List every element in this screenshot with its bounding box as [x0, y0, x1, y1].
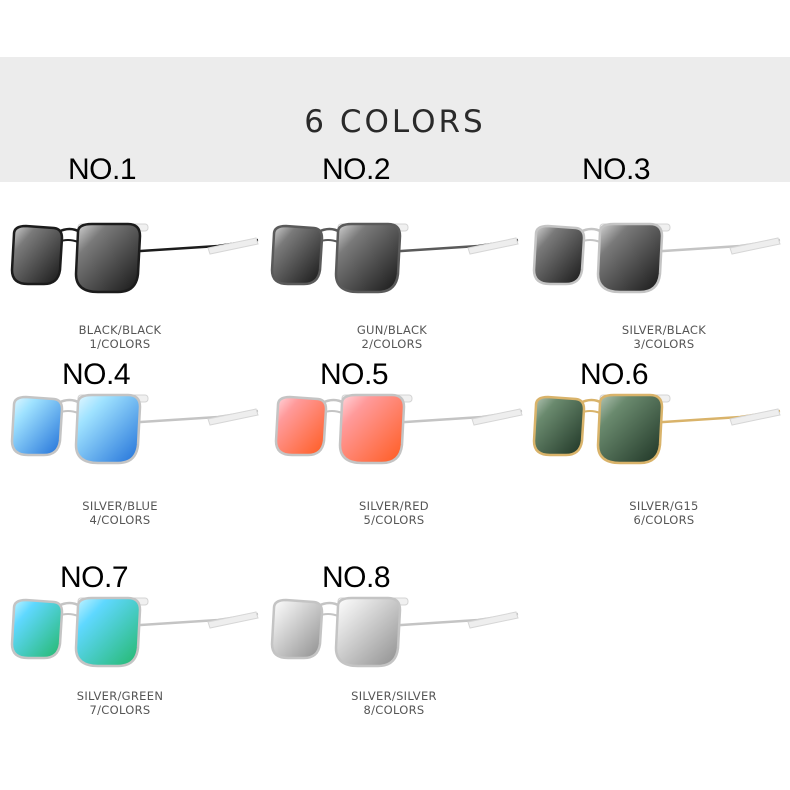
- frame-lens-label: SILVER/SILVER: [351, 689, 437, 703]
- sunglasses-photo: [530, 212, 785, 317]
- temple-tip: [207, 408, 259, 426]
- sunglasses-image: [532, 393, 781, 465]
- temple-tip: [729, 408, 781, 426]
- sunglasses-image: [10, 222, 259, 294]
- option-number: NO.3: [582, 153, 651, 186]
- temple-tip: [471, 408, 523, 426]
- temple-tip: [207, 611, 259, 629]
- option-number: NO.4: [62, 358, 131, 391]
- frame-lens-label: BLACK/BLACK: [78, 323, 162, 337]
- color-count-label: 2/COLORS: [361, 337, 423, 351]
- sunglasses-photo: [268, 212, 523, 317]
- color-count-label: 4/COLORS: [89, 513, 151, 527]
- sunglasses-image: [270, 596, 519, 668]
- sunglasses-photo: [268, 586, 523, 691]
- sunglasses-image: [10, 596, 259, 668]
- lens-left: [532, 395, 586, 457]
- lens-right: [74, 222, 142, 294]
- header-banner: [0, 57, 790, 182]
- option-number: NO.7: [60, 561, 129, 594]
- lens-left: [10, 224, 64, 286]
- frame-lens-label: GUN/BLACK: [356, 323, 428, 337]
- option-number: NO.8: [322, 561, 391, 594]
- frame-lens-label: SILVER/GREEN: [76, 689, 164, 703]
- sunglasses-image: [270, 222, 519, 294]
- frame-lens-label: SILVER/BLACK: [621, 323, 707, 337]
- lens-left: [270, 598, 324, 660]
- color-count-label: 6/COLORS: [633, 513, 695, 527]
- lens-left: [532, 224, 586, 286]
- option-number: NO.5: [320, 358, 389, 391]
- sunglasses-image: [532, 222, 781, 294]
- sunglasses-photo: [8, 586, 263, 691]
- lens-right: [334, 222, 402, 294]
- lens-right: [334, 596, 402, 668]
- sunglasses-photo: [272, 383, 527, 488]
- temple-tip: [207, 237, 259, 255]
- lens-right: [338, 393, 406, 465]
- option-number: NO.2: [322, 153, 391, 186]
- sunglasses-image: [10, 393, 259, 465]
- temple-tip: [729, 237, 781, 255]
- lens-left: [270, 224, 324, 286]
- color-count-label: 1/COLORS: [89, 337, 151, 351]
- color-count-label: 8/COLORS: [363, 703, 425, 717]
- color-count-label: 5/COLORS: [363, 513, 425, 527]
- sunglasses-photo: [530, 383, 785, 488]
- lens-left: [10, 598, 64, 660]
- lens-right: [74, 393, 142, 465]
- option-number: NO.6: [580, 358, 649, 391]
- color-count-label: 7/COLORS: [89, 703, 151, 717]
- sunglasses-image: [274, 393, 523, 465]
- frame-lens-label: SILVER/BLUE: [82, 499, 158, 513]
- lens-right: [74, 596, 142, 668]
- frame-lens-label: SILVER/G15: [629, 499, 699, 513]
- color-count-label: 3/COLORS: [633, 337, 695, 351]
- frame-lens-label: SILVER/RED: [359, 499, 429, 513]
- lens-right: [596, 393, 664, 465]
- lens-left: [274, 395, 328, 457]
- option-number: NO.1: [68, 153, 137, 186]
- lens-right: [596, 222, 664, 294]
- sunglasses-photo: [8, 212, 263, 317]
- temple-tip: [467, 611, 519, 629]
- sunglasses-photo: [8, 383, 263, 488]
- banner-title: 6 COLORS: [304, 104, 486, 140]
- lens-left: [10, 395, 64, 457]
- temple-tip: [467, 237, 519, 255]
